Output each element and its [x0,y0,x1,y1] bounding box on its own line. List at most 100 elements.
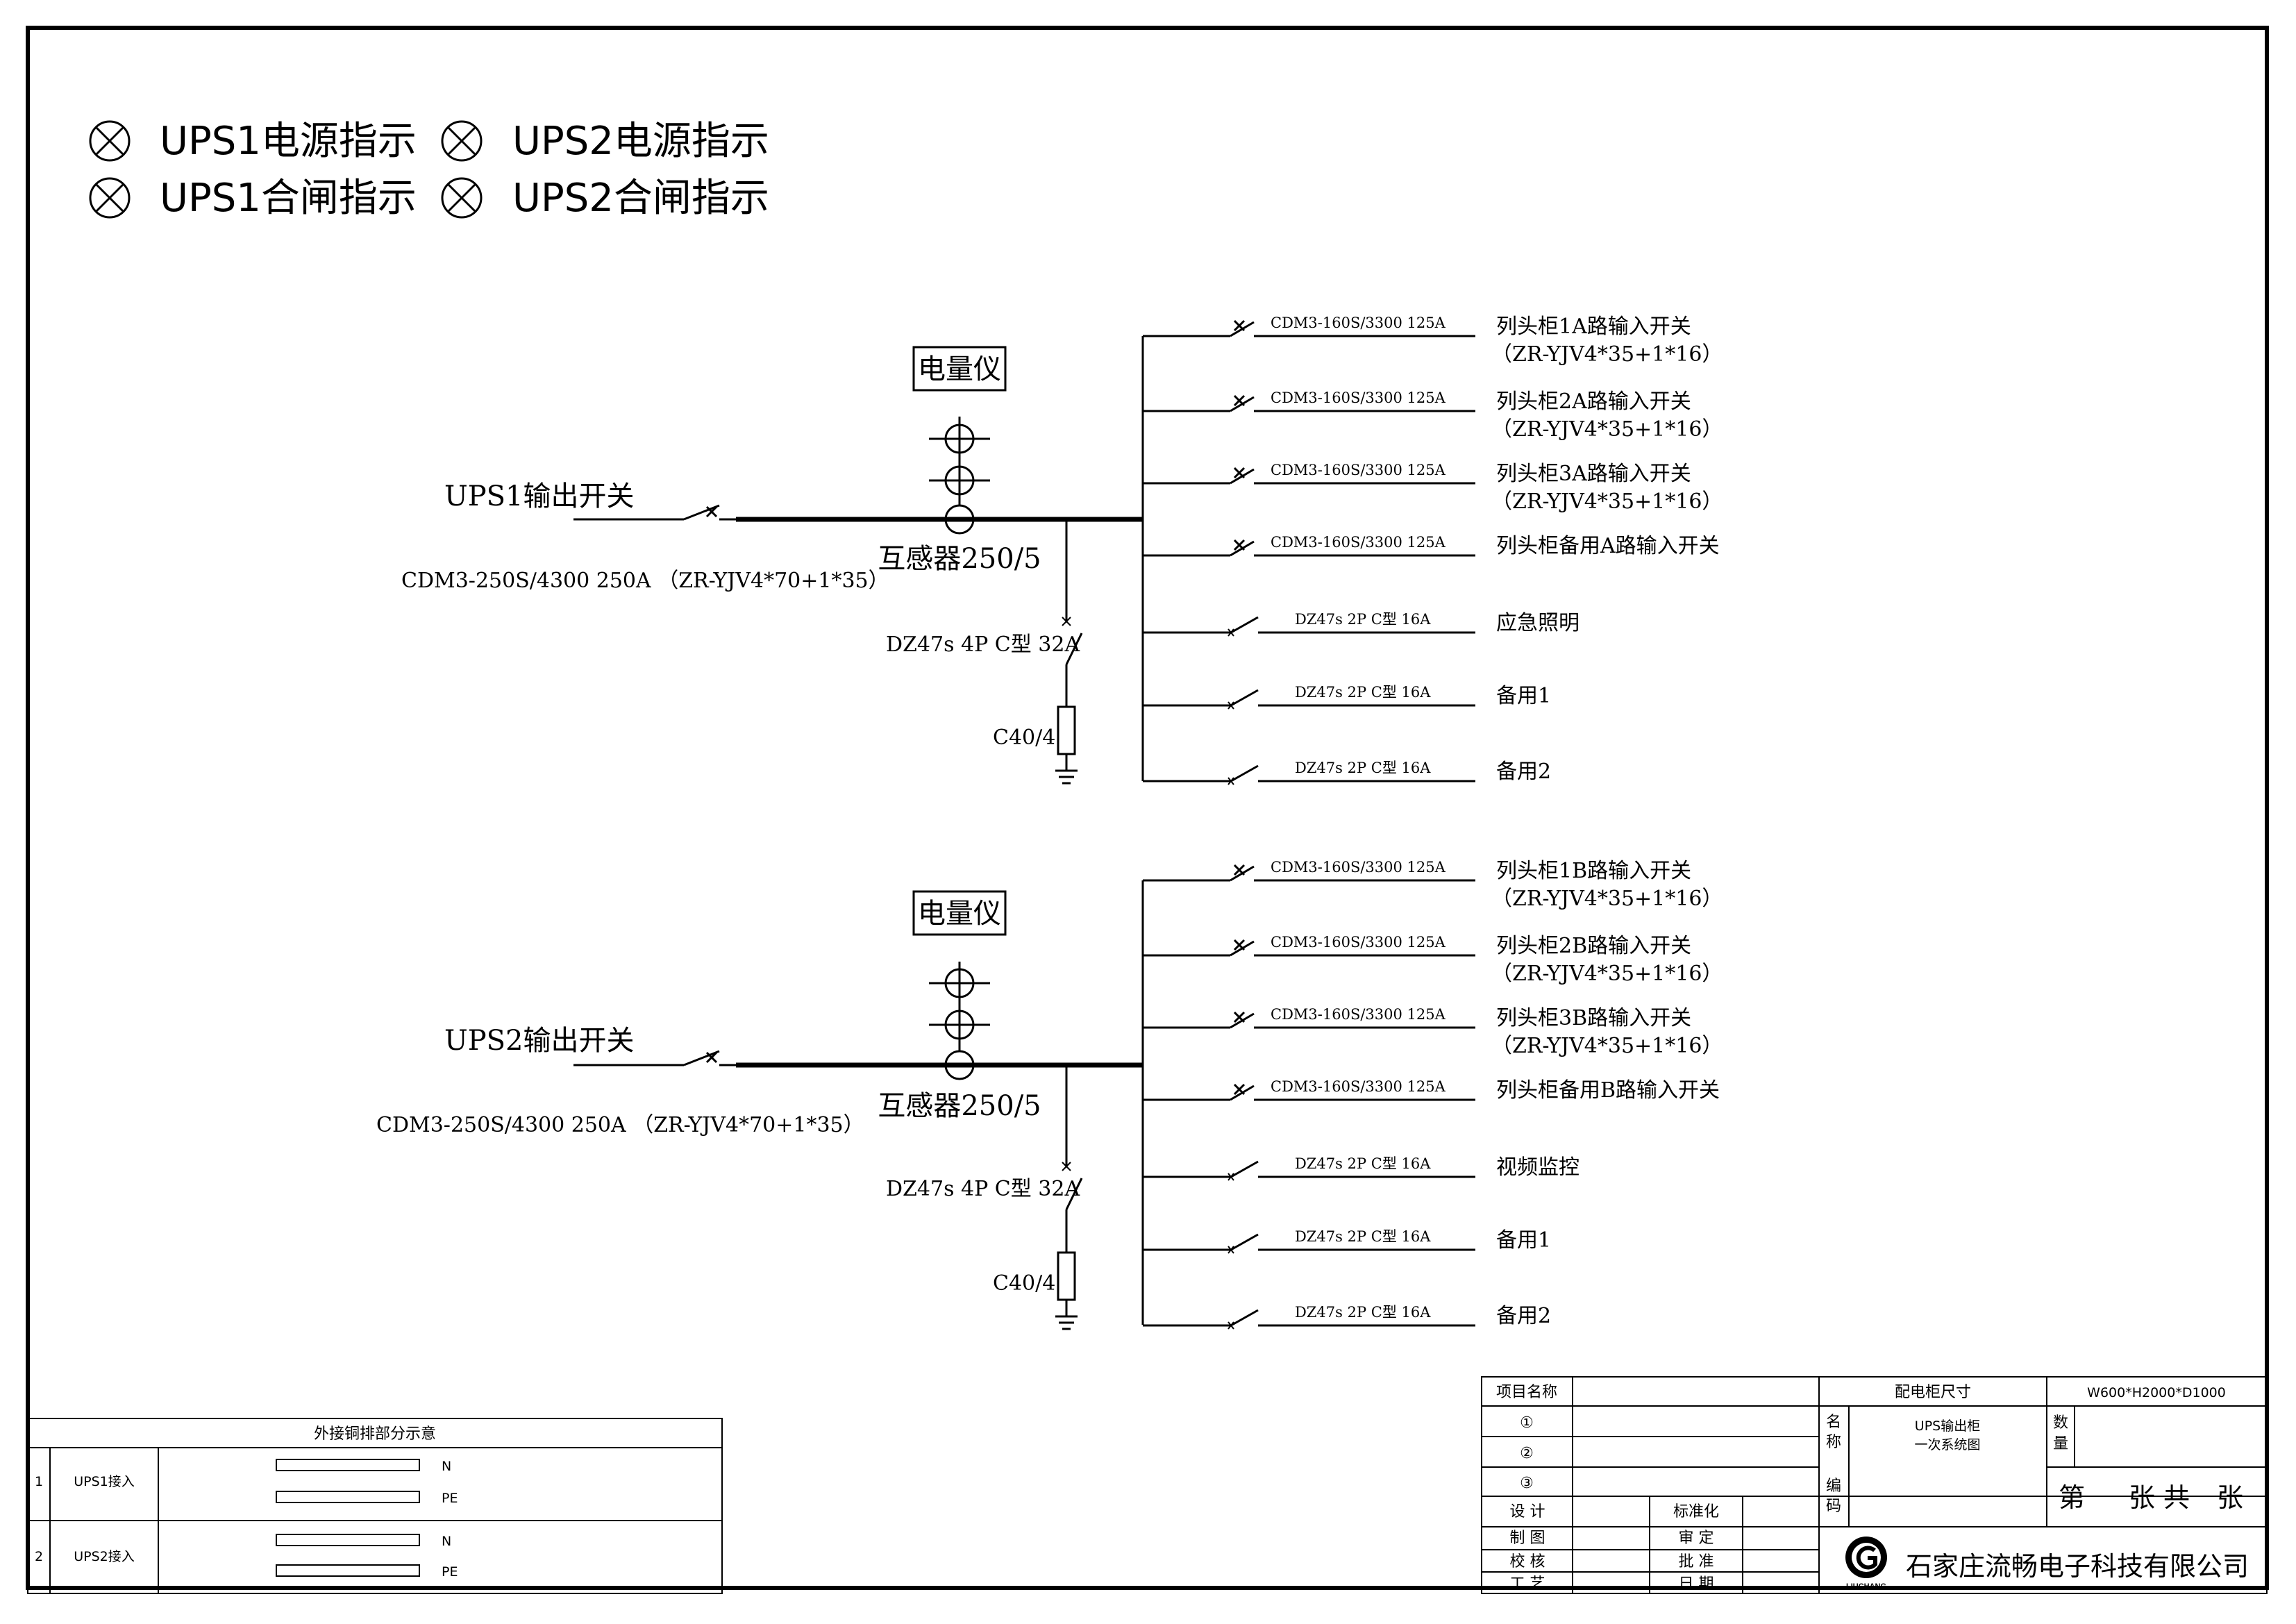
spd-breaker-label: DZ47s 4P C型 32A [886,1177,1080,1201]
indicator-lamp-icon [441,120,483,162]
busbar-n-icon [276,1459,420,1471]
feeder-cable: （ZR-YJV4*35+1*16） [1491,342,1723,367]
qty-label-2: 量 [2053,1435,2068,1453]
mcb-breaker-symbol [1227,689,1259,710]
section-ups1: UPS1输出开关 CDM3-250S/4300 250A （ZR-YJV4*70… [401,315,1723,785]
ground-icon [1055,1315,1078,1330]
feeder-name: 备用2 [1496,760,1551,784]
indicator-lamp-icon [441,177,483,219]
ground-icon [1055,769,1078,785]
role-review: 审 定 [1679,1530,1714,1547]
mccb-breaker-symbol [1230,864,1255,882]
role-check: 校 核 [1510,1553,1545,1571]
power-meter: 电量仪 互感器250/5 [878,346,1041,575]
project-name-label: 项目名称 [1496,1384,1557,1401]
code-label-2: 码 [1826,1498,1841,1515]
mccb-breaker-symbol [1230,939,1255,957]
spd-label: C40/4 [993,1271,1055,1296]
indicator-legend: UPS1电源指示 UPS2电源指示 UPS1合闸指示 UPS2合闸指示 [89,119,769,221]
feeder-name: 列头柜2B路输入开关 [1496,934,1691,958]
role-design: 设 计 [1510,1503,1545,1521]
drawing-name-line2: 一次系统图 [1914,1437,1980,1453]
indicator-label: UPS1电源指示 [160,119,417,164]
cabinet-size-label: 配电柜尺寸 [1895,1384,1971,1401]
sheet-di: 第 [2059,1482,2085,1513]
row-name: UPS2接入 [74,1549,135,1564]
spd-breaker-symbol [1062,1162,1083,1210]
sheet-zhang-gong: 张 共 [2129,1482,2190,1513]
row-name: UPS1接入 [74,1474,135,1489]
surge-protector-branch: DZ47s 4P C型 32A C40/4 [886,1065,1083,1330]
current-transformer-icon [929,968,990,1080]
spd-label: C40/4 [993,726,1055,750]
indicator-ups2-power: UPS2电源指示 [441,119,769,164]
feeder-spec: CDM3-160S/3300 125A [1271,1006,1446,1023]
input-breaker-symbol [683,1050,736,1066]
item-3-label: ③ [1520,1475,1534,1492]
table-row: 2 UPS2接入 N PE [35,1534,458,1580]
power-meter-label: 电量仪 [918,898,1001,930]
sheet-zhang: 张 [2217,1482,2243,1513]
title-block: 项目名称 配电柜尺寸 W600*H2000*D1000 ① ② ③ 名 称 UP… [1481,1376,2268,1594]
input-breaker-symbol [683,504,736,521]
feeder-spec: DZ47s 2P C型 16A [1295,684,1431,701]
spd-breaker-label: DZ47s 4P C型 32A [886,633,1080,657]
ct-label: 互感器250/5 [878,1090,1041,1122]
feeder-name: 列头柜3B路输入开关 [1496,1006,1691,1030]
company-logo-icon: LIUCHANG [1845,1537,1887,1591]
table-row: 1 UPS1接入 N PE [35,1459,458,1506]
input-circuit: UPS1输出开关 CDM3-250S/4300 250A （ZR-YJV4*70… [401,480,1143,593]
busbar-table-title: 外接铜排部分示意 [314,1425,436,1443]
busbar-table: 外接铜排部分示意 1 UPS1接入 N PE 2 UPS2接入 N PE [27,1418,723,1594]
feeder-name: 备用1 [1496,1228,1551,1253]
indicator-lamp-icon [89,177,131,219]
busbar-pe-icon [276,1564,420,1577]
ct-label: 互感器250/5 [878,543,1041,575]
indicator-label: UPS2电源指示 [512,119,769,164]
feeder-cable: （ZR-YJV4*35+1*16） [1491,1034,1723,1058]
item-2-label: ② [1520,1445,1534,1462]
mccb-breaker-symbol [1230,539,1255,557]
feeder-cable: （ZR-YJV4*35+1*16） [1491,417,1723,442]
mcb-breaker-symbol [1227,1160,1259,1181]
mccb-breaker-symbol [1230,1083,1255,1101]
surge-protector-icon [1057,705,1076,755]
mcb-breaker-symbol [1227,764,1259,785]
section-ups2: UPS2输出开关 CDM3-250S/4300 250A （ZR-YJV4*70… [376,859,1723,1330]
row-number: 1 [35,1474,43,1489]
logo-text: LIUCHANG [1846,1582,1886,1591]
feeder-spec: CDM3-160S/3300 125A [1271,315,1446,331]
mccb-breaker-symbol [1230,467,1255,485]
indicator-ups1-power: UPS1电源指示 [89,119,417,164]
indicator-ups1-closing: UPS1合闸指示 [89,176,417,221]
qty-label-1: 数 [2053,1414,2068,1432]
name-label-2: 称 [1826,1434,1841,1451]
row-number: 2 [35,1549,43,1564]
feeder-spec: CDM3-160S/3300 125A [1271,859,1446,876]
surge-protector-icon [1057,1251,1076,1301]
input-switch-label: UPS1输出开关 [444,480,634,512]
input-switch-label: UPS2输出开关 [444,1025,634,1057]
feeder-name: 备用1 [1496,684,1551,708]
input-switch-spec: CDM3-250S/4300 250A （ZR-YJV4*70+1*35） [401,569,889,593]
feeder-spec: DZ47s 2P C型 16A [1295,760,1431,776]
busbar-label: N [442,1459,451,1474]
busbar-n-icon [276,1534,420,1546]
input-circuit: UPS2输出开关 CDM3-250S/4300 250A （ZR-YJV4*70… [376,1025,1143,1137]
name-label-1: 名 [1826,1414,1841,1431]
feeder-cable: （ZR-YJV4*35+1*16） [1491,489,1723,514]
feeder-name: 备用2 [1496,1304,1551,1328]
mcb-breaker-symbol [1227,616,1259,637]
